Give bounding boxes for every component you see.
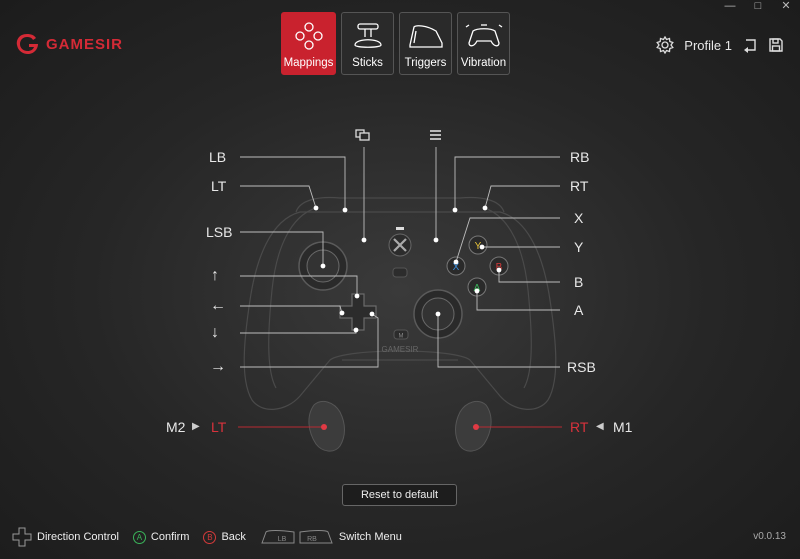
tab-mappings[interactable]: Mappings xyxy=(281,12,336,75)
label-dpad-right[interactable]: → xyxy=(210,358,226,375)
face-button-b[interactable]: B xyxy=(489,256,509,276)
tab-sticks[interactable]: Sticks xyxy=(341,12,394,75)
hint-direction-label: Direction Control xyxy=(37,531,119,543)
main-tabs: Mappings Sticks Triggers Vibration xyxy=(281,12,510,75)
hint-switch-label: Switch Menu xyxy=(338,531,402,543)
controller-outline xyxy=(243,196,557,410)
face-button-y[interactable]: Y xyxy=(468,235,488,255)
undo-icon[interactable] xyxy=(742,37,758,53)
label-a[interactable]: A xyxy=(574,302,584,318)
tab-label: Sticks xyxy=(352,57,383,69)
b-button-icon: B xyxy=(203,530,217,544)
version-label: v0.0.13 xyxy=(753,531,786,542)
label-dpad-left[interactable]: ← xyxy=(210,297,226,314)
svg-text:LB: LB xyxy=(278,536,287,543)
brand-logo: GAMESIR xyxy=(14,32,123,56)
dpad[interactable] xyxy=(339,293,377,331)
menu-button-icon xyxy=(430,130,441,140)
m-button-label: M xyxy=(399,334,404,340)
controller-logo: GAMESIR xyxy=(382,345,419,354)
a-button-icon: A xyxy=(132,530,146,544)
hint-back-label: Back xyxy=(221,531,246,543)
gear-icon[interactable] xyxy=(656,36,675,54)
anchor-dots xyxy=(313,205,502,333)
m1-arrow-icon: ◀ xyxy=(596,421,604,432)
maximize-button[interactable]: □ xyxy=(754,0,762,12)
label-rt[interactable]: RT xyxy=(570,178,589,194)
save-icon[interactable] xyxy=(768,37,784,53)
hint-back: B Back xyxy=(203,530,246,544)
reset-to-default-button[interactable]: Reset to default xyxy=(342,484,457,506)
svg-text:RB: RB xyxy=(307,536,317,543)
face-button-a[interactable]: A xyxy=(467,277,487,297)
profile-label[interactable]: Profile 1 xyxy=(684,37,732,53)
face-button-x[interactable]: X xyxy=(446,256,466,276)
hint-confirm: A Confirm xyxy=(132,530,190,544)
gamepad-buttons-icon xyxy=(294,22,323,50)
label-m1: M1 xyxy=(613,419,633,435)
tab-label: Vibration xyxy=(460,57,507,69)
leader-lines xyxy=(238,147,562,428)
close-button[interactable]: ✕ xyxy=(781,0,791,12)
view-button-icon xyxy=(355,129,370,141)
label-rsb[interactable]: RSB xyxy=(567,359,596,375)
dpad-hint-icon xyxy=(12,527,32,547)
label-x[interactable]: X xyxy=(574,210,584,226)
label-lb[interactable]: LB xyxy=(209,149,227,165)
m1-target[interactable]: RT xyxy=(570,419,589,435)
label-dpad-down[interactable]: ↓ xyxy=(211,324,219,341)
m-button[interactable] xyxy=(393,329,409,340)
gamesir-logo-icon xyxy=(16,34,38,54)
hint-direction: Direction Control xyxy=(12,527,119,547)
svg-text:X: X xyxy=(453,262,460,273)
m2-dot xyxy=(321,424,327,430)
hint-confirm-label: Confirm xyxy=(150,531,190,543)
window-controls: — □ ✕ xyxy=(716,0,800,14)
svg-text:A: A xyxy=(474,283,481,294)
vibration-icon xyxy=(465,24,502,47)
label-y[interactable]: Y xyxy=(574,239,584,255)
xbox-logo-icon xyxy=(393,238,407,252)
small-center-button[interactable] xyxy=(392,267,408,278)
label-lsb[interactable]: LSB xyxy=(206,224,233,240)
tab-label: Mappings xyxy=(283,57,334,69)
svg-text:Y: Y xyxy=(475,241,482,252)
tab-label: Triggers xyxy=(404,57,447,69)
hint-switch: LB RB Switch Menu xyxy=(260,529,402,545)
label-lt[interactable]: LT xyxy=(211,178,227,194)
footer-hints: Direction Control A Confirm B Back LB RB… xyxy=(12,527,416,547)
m2-target[interactable]: LT xyxy=(211,419,227,435)
joystick-icon xyxy=(353,23,382,48)
tab-vibration[interactable]: Vibration xyxy=(457,12,510,75)
tab-triggers[interactable]: Triggers xyxy=(399,12,452,75)
minimize-button[interactable]: — xyxy=(724,0,736,12)
svg-text:B: B xyxy=(496,262,503,273)
brand-name: GAMESIR xyxy=(46,35,124,53)
m1-dot xyxy=(473,424,479,430)
trigger-icon xyxy=(408,25,443,48)
label-b[interactable]: B xyxy=(574,274,584,290)
share-button[interactable] xyxy=(396,227,404,230)
bumpers-hint-icon: LB RB xyxy=(261,530,333,544)
label-m2: M2 xyxy=(166,419,186,435)
label-rb[interactable]: RB xyxy=(570,149,590,165)
profile-bar: Profile 1 xyxy=(656,36,784,54)
m2-arrow-icon: ▶ xyxy=(192,421,200,432)
label-dpad-up[interactable]: ↑ xyxy=(211,267,219,284)
